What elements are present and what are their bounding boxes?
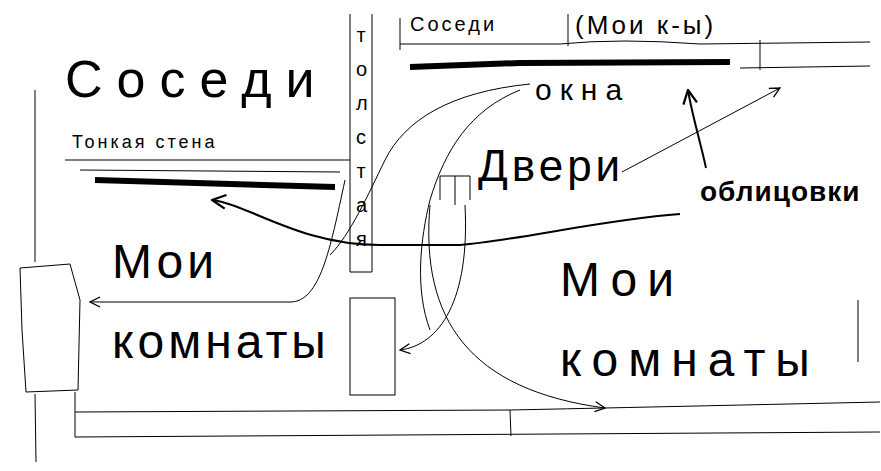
cladding-line <box>95 180 335 187</box>
neighbours-label: Соседи <box>65 48 329 110</box>
rooms-label: Мои комнаты <box>112 222 352 382</box>
wall-label: толстая <box>356 18 376 256</box>
door-symbol <box>20 264 80 392</box>
wall-label: Тонкая стена <box>72 132 218 154</box>
arrow-line <box>622 88 780 172</box>
leader-line <box>421 90 520 330</box>
door-symbol <box>350 298 395 395</box>
arrow-line <box>688 90 706 168</box>
thin-wall <box>80 170 340 172</box>
wall-line <box>75 392 76 437</box>
wall-line <box>740 66 870 68</box>
neighbours-label: Соседи <box>410 12 497 36</box>
door-symbol <box>455 176 456 205</box>
windows-label: окна <box>535 72 630 108</box>
wall-line <box>35 90 36 262</box>
cladding-line <box>410 62 730 67</box>
wall-line <box>858 300 859 362</box>
arrow-line <box>212 200 680 245</box>
thin-wall <box>65 160 350 161</box>
wall-line <box>35 394 36 462</box>
wall-line <box>75 432 880 437</box>
rooms-label: (Мои к-ы) <box>575 10 716 41</box>
wall-line <box>760 40 761 70</box>
cladding-label: облицовки <box>700 175 860 209</box>
walls <box>20 14 880 462</box>
wall-line <box>510 410 511 436</box>
wall-line <box>400 41 870 44</box>
doors-label: Двери <box>478 140 624 193</box>
rooms-label: Мои комнаты <box>560 240 860 400</box>
wall-line <box>400 18 401 50</box>
wall-line <box>75 402 880 412</box>
wall-line <box>568 14 569 46</box>
